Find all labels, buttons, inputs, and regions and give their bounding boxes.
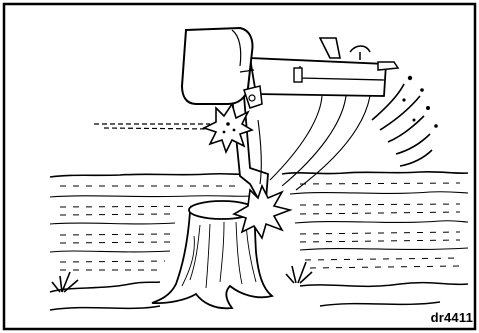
water-surface bbox=[49, 170, 469, 178]
lake-bottom bbox=[49, 281, 469, 311]
splash-droplets bbox=[402, 75, 438, 128]
motor-cowling bbox=[180, 26, 263, 109]
water-splash bbox=[371, 83, 433, 167]
water-layer-lines bbox=[49, 191, 469, 253]
speed-lines bbox=[94, 123, 213, 130]
impact-burst-motor bbox=[201, 102, 254, 155]
figure-code: dr4411 bbox=[430, 310, 473, 325]
weed-left bbox=[51, 271, 79, 293]
weed-right bbox=[285, 261, 313, 284]
motion-arcs bbox=[257, 95, 371, 191]
impact-burst-stump bbox=[232, 183, 293, 240]
boat-transom bbox=[248, 37, 400, 97]
water-dash-texture bbox=[59, 182, 461, 271]
